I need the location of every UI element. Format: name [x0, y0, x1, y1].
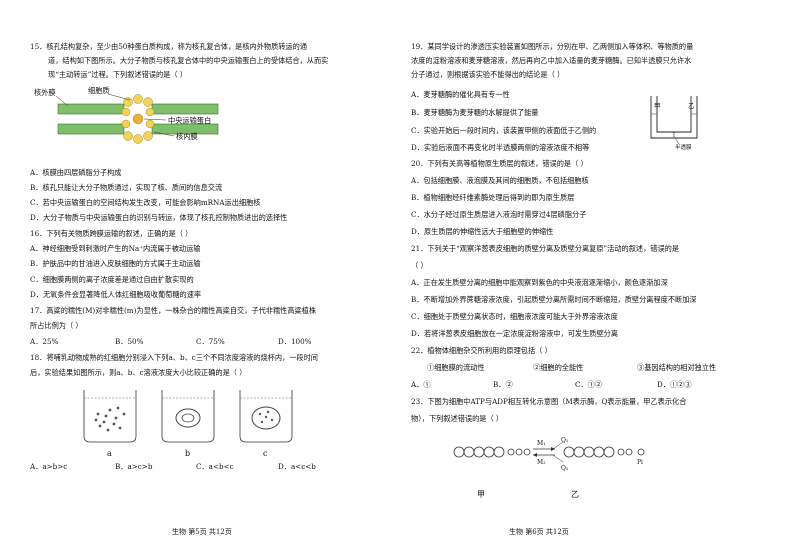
label-pi: Pi: [637, 459, 643, 466]
label-q2: Q₂: [561, 465, 569, 472]
q20-option-c: C．水分子经过原生质层进入液泡时需穿过4层磷脂分子: [411, 210, 587, 219]
tube-label-yi: 乙: [688, 102, 695, 110]
beakers-figure: [83, 390, 293, 443]
q18-option-d: D．a<c<b: [278, 462, 316, 471]
label-yi: 乙: [571, 490, 579, 499]
label-q1: Q₁: [561, 437, 569, 444]
left-page: 15．核孔结构复杂，至少由50种蛋白质构成，称为核孔复合体，是核内外物质转运的通…: [30, 42, 329, 536]
page-footer-right: 生物 第6页 共12页: [509, 528, 569, 536]
q21-option-c: C．细胞处于质壁分离状态时，细胞液浓度可能大于外界溶液浓度: [411, 312, 618, 321]
q19-stem-line1: 19．某同学设计的渗透压实验装置如图所示，分别在甲、乙两侧加入等体积、等物质的量: [411, 42, 694, 51]
compound-jia: [453, 446, 531, 458]
q15-option-b: B．核孔只能让大分子物质通过，实现了核、质间的信息交流: [30, 183, 223, 192]
q18-option-a: A．a>b>c: [30, 462, 68, 471]
q20-option-a: A．包括细胞膜、液泡膜及其间的细胞质，不包括细胞核: [411, 176, 589, 185]
beaker-c: [239, 390, 293, 443]
q21-stem-line1: 21．下列关于“观察洋葱表皮细胞的质壁分离及质壁分离复原”活动的叙述，错误的是: [411, 244, 680, 253]
fig-label-outer-membrane: 核外膜: [34, 88, 56, 97]
q22-item-3: ③基因结构的相对独立性: [637, 363, 717, 372]
beaker-b: [161, 390, 215, 443]
q19-option-c: C．实验开始后一段时间内，该装置甲侧的液面低于乙侧的: [411, 126, 597, 135]
q22-option-a: A．①: [411, 380, 431, 389]
q23-stem-line2: 物），下列叙述错误的是（ ）: [411, 414, 504, 423]
q21-stem-line2: （ ）: [411, 261, 428, 270]
q22-stem: 22．植物体细胞杂交所利用的原理包括（ ）: [411, 346, 552, 355]
q15-stem-line3: 现“主动转运”过程。下列叙述错误的是（ ）: [48, 70, 188, 79]
page-footer-left: 生物 第5页 共12页: [172, 528, 232, 536]
q22-option-d: D．①②③: [657, 380, 692, 389]
q17-option-a: A．25%: [30, 337, 59, 346]
q22-item-2: ②细胞的全能性: [533, 363, 584, 372]
q17-option-d: D．100%: [278, 337, 312, 346]
q22-option-b: B．②: [493, 380, 513, 389]
q18-option-c: C．a<b<c: [196, 462, 234, 471]
beaker-label-a: a: [107, 449, 112, 458]
beaker-label-b: b: [185, 449, 191, 458]
tube-label-jia: 甲: [654, 102, 661, 110]
q15-stem-line1: 15．核孔结构复杂，至少由50种蛋白质构成，称为核孔复合体，是核内外物质转运的通: [30, 42, 308, 51]
q19-option-b: B．麦芽糖酶为麦芽糖的水解提供了能量: [411, 108, 539, 117]
outer-membrane-right: [151, 103, 219, 115]
q20-stem: 20．下列有关高等植物原生质层的叙述，错误的是（ ）: [411, 159, 588, 168]
q22-option-c: C．①②: [575, 380, 603, 389]
label-m2: M₂: [537, 459, 546, 466]
pore-proteins: [121, 94, 155, 144]
tube-label-membrane: 半透膜: [675, 145, 692, 151]
q18-stem-line2: 后，实验结果如图所示，则a、b、c溶液浓度大小比较正确的是（ ）: [30, 368, 247, 377]
q18-option-b: B．a>c>b: [115, 462, 153, 471]
q17-stem-line2: 所占比例为（ ）: [30, 321, 83, 330]
q19-option-a: A．麦芽糖酶的催化具有专一性: [411, 90, 510, 99]
inner-membrane-left: [57, 123, 125, 135]
q20-option-b: B．植物细胞经纤维素酶处理后得到的即为原生质层: [411, 193, 575, 202]
fig-label-central-transport-protein: 中央运输蛋白: [168, 116, 212, 125]
q23-stem-line1: 23．下图为细胞中ATP与ADP相互转化示意图（M表示酶，Q表示能量，甲乙表示化…: [411, 397, 687, 406]
right-page: 19．某同学设计的渗透压实验装置如图所示，分别在甲、乙两侧加入等体积、等物质的量…: [397, 0, 794, 550]
q19-option-d: D．实验后液面不再变化时半透膜两侧的溶液浓度不相等: [411, 143, 590, 152]
q19-stem-line3: 分子通过，则根据该实验不能得出的结论是（ ）: [411, 70, 565, 79]
q15-stem-line2: 道，结构如下图所示。大分子物质与核孔复合体中的中央运输蛋白上的受体结合，从而实: [48, 56, 329, 65]
label-m1: M₁: [537, 440, 546, 447]
fig-label-inner-membrane: 核内膜: [176, 132, 198, 141]
q17-option-c: C．75%: [196, 337, 225, 346]
q16-option-d: D．无氧条件会显著降低人体红细胞吸收葡萄糖的速率: [30, 290, 202, 299]
q21-option-a: A．正在发生质壁分离的细胞中能观察到紫色的中央液泡逐渐缩小，颜色逐渐加深: [411, 278, 668, 287]
outer-membrane-left: [57, 103, 125, 115]
q15-option-c: C．若中央运输蛋白的空间结构发生改变，可能会影响mRNA运出细胞核: [30, 198, 261, 207]
compound-yi: [563, 446, 645, 458]
nuclear-pore-figure: [55, 93, 219, 144]
q21-option-d: D．若将洋葱表皮细胞放在一定浓度淀粉溶液中，可发生质壁分离: [411, 329, 619, 338]
q20-option-d: D．原生质层的伸缩性远大于细胞壁的伸缩性: [411, 227, 554, 236]
inner-membrane-right: [151, 123, 219, 135]
q15-option-a: A．核膜由四层磷脂分子构成: [30, 168, 122, 177]
q21-option-b: B．不断增加外界蔗糖溶液浓度，引起质壁分离所需时间不断缩短，质壁分离程度不断加深: [411, 295, 697, 304]
label-jia: 甲: [477, 490, 485, 499]
q15-option-d: D．大分子物质与中央运输蛋白的识别与转运，体现了核孔控制物质进出的选择性: [30, 213, 288, 222]
q16-option-c: C．细胞膜两侧的离子浓度差是通过自由扩散实现的: [30, 275, 194, 284]
u-tube-figure: [650, 96, 698, 145]
q16-option-b: B．护肤品中的甘油进入皮肤细胞的方式属于主动运输: [30, 259, 201, 268]
fig-label-cytoplasm: 细胞质: [88, 86, 110, 95]
q17-option-b: B．50%: [115, 337, 144, 346]
beaker-a: [83, 390, 137, 443]
q16-option-a: A．神经细胞受到刺激时产生的Na⁺内流属于被动运输: [30, 244, 201, 253]
beaker-label-c: c: [263, 449, 268, 458]
q18-stem-line1: 18．将哺乳动物成熟的红细胞分别浸入下列a、b、c三个不同浓度溶液的烧杯内，一段…: [30, 353, 318, 362]
q19-stem-line2: 浓度的淀粉溶液和麦芽糖溶液，然后再向乙中加入适量的麦芽糖酶。已知半透膜只允许水: [411, 56, 692, 65]
atp-adp-figure: [453, 441, 645, 463]
q16-stem: 16．下列有关物质跨膜运输的叙述，正确的是（ ）: [30, 229, 193, 238]
q17-stem-line1: 17．高粱的糯性(M)对非糯性(m)为显性，一株杂合的糯性高粱自交，子代非糯性高…: [30, 306, 317, 315]
q22-item-1: ①细胞膜的流动性: [427, 363, 485, 372]
